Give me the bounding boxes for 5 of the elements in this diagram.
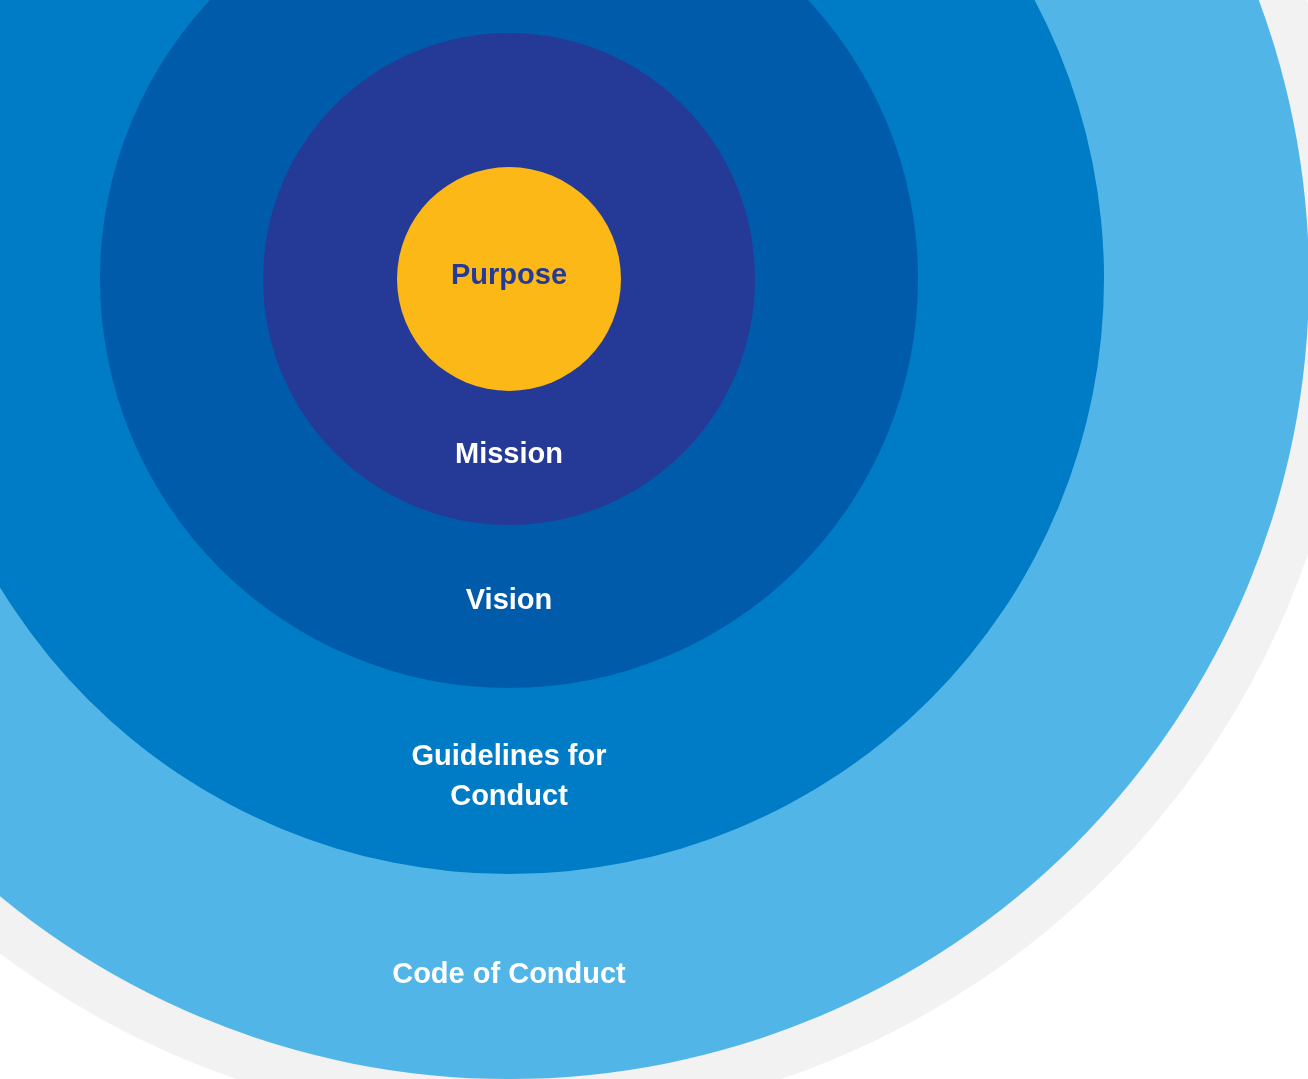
- ring-label: Vision: [464, 582, 554, 617]
- ring-label: Mission: [454, 436, 564, 471]
- ring-label: Guidelines for Conduct: [410, 738, 608, 813]
- ring-label: Code of Conduct: [391, 956, 627, 991]
- ring-label: Purpose: [450, 257, 568, 292]
